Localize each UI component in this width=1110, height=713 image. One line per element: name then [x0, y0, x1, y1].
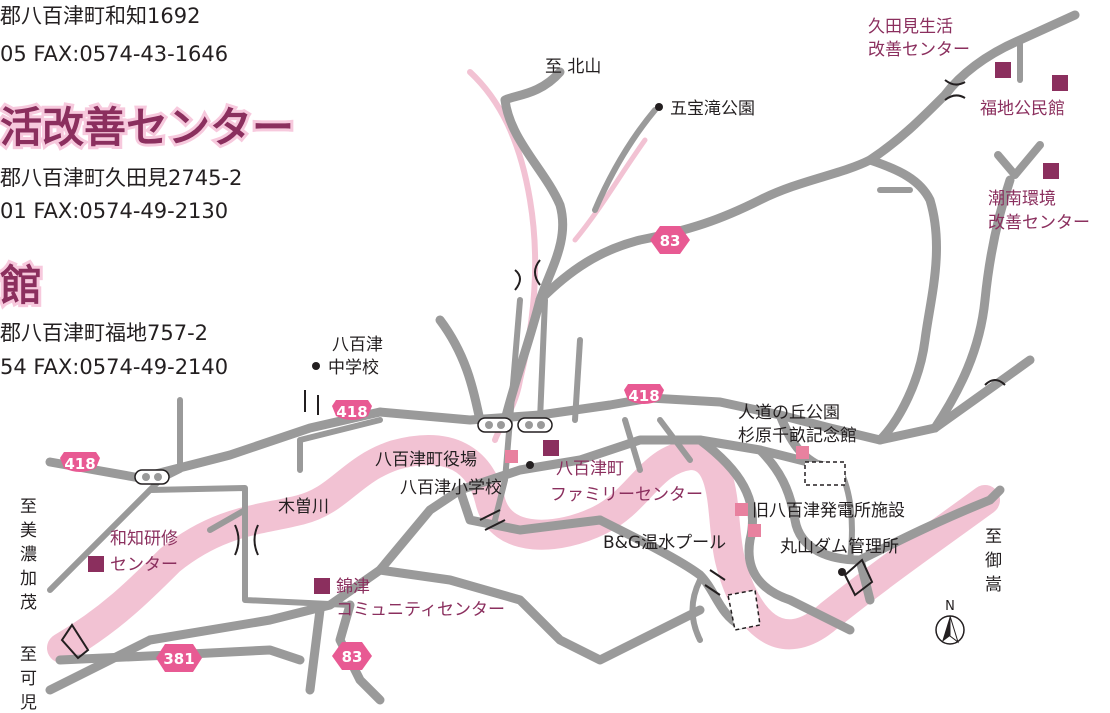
route-381-label: 381: [163, 650, 194, 668]
route-shields: 418 418 418 83 83 381: [60, 226, 690, 672]
junior-high-label-2: 中学校: [328, 358, 379, 378]
jindo-label-1: 人道の丘公園: [738, 403, 840, 423]
route-418-label: 418: [64, 455, 95, 473]
svg-text:八百津町: 八百津町: [556, 459, 624, 479]
north-arrow-icon: N: [935, 599, 965, 645]
facility-square-icon: [505, 450, 518, 463]
pool-label: B&G温水プール: [603, 533, 726, 553]
facility-heading-3: 館: [0, 261, 42, 310]
svg-text:和知研修: 和知研修: [110, 529, 178, 549]
svg-text:改善センター: 改善センター: [868, 40, 970, 60]
route-83-label: 83: [342, 648, 363, 666]
facility-square-icon: [1043, 163, 1059, 179]
address-line-3a: 郡八百津町福地757-2: [0, 321, 208, 345]
facility-heading-2: 活改善センター: [0, 103, 294, 152]
gohodaki-label: 五宝滝公園: [670, 99, 755, 119]
direction-kitayama: 至 北山: [545, 57, 601, 77]
town-office-label: 八百津町役場: [375, 450, 477, 470]
svg-text:茂: 茂: [20, 593, 37, 613]
svg-text:至: 至: [985, 527, 1002, 547]
route-83-shield-north: 83: [650, 226, 690, 254]
facility-nishikitsu: 錦津 コミュニティセンター: [314, 577, 505, 620]
old-power-plant-label: 旧八百津発電所施設: [752, 501, 905, 521]
svg-text:コミュニティセンター: コミュニティセンター: [336, 600, 505, 620]
map-structures: [60, 461, 874, 660]
address-line-3b: 54 FAX:0574-49-2140: [0, 355, 228, 379]
facility-markers: 久田見生活 改善センター 福地公民館 潮南環境 改善センター 和知研修 センター…: [88, 17, 1090, 620]
route-418-shield-west: 418: [60, 452, 100, 473]
route-83-shield-south: 83: [332, 642, 372, 670]
address-line-1b: 05 FAX:0574-43-1646: [0, 42, 228, 66]
junior-high-label-1: 八百津: [332, 335, 383, 355]
facility-family: 八百津町 ファミリーセンター: [543, 440, 703, 505]
svg-text:久田見生活: 久田見生活: [868, 17, 953, 37]
svg-text:濃: 濃: [20, 545, 37, 565]
facility-square-icon: [995, 62, 1011, 78]
svg-text:錦津: 錦津: [336, 577, 370, 597]
facility-square-icon: [735, 503, 748, 516]
svg-text:福地公民館: 福地公民館: [980, 99, 1065, 119]
svg-text:潮南環境: 潮南環境: [988, 189, 1056, 209]
direction-kani: 至 可 児: [20, 645, 37, 713]
direction-mino-kamo: 至 美 濃 加 茂: [20, 497, 37, 613]
address-line-2b: 01 FAX:0574-49-2130: [0, 199, 228, 223]
svg-text:至: 至: [20, 645, 37, 665]
elementary-label: 八百津小学校: [400, 478, 502, 498]
bridge-marks: [234, 79, 1006, 596]
point-icon: [655, 103, 663, 111]
address-line-2a: 郡八百津町久田見2745-2: [0, 166, 242, 190]
route-418-label: 418: [628, 387, 659, 405]
route-418-shield-east: 418: [624, 384, 664, 405]
place-labels: 五宝滝公園 八百津 中学校 八百津町役場 八百津小学校 木曽川 人道の丘公園 杉…: [278, 99, 905, 576]
checkmark-road: [994, 141, 1044, 179]
svg-text:ファミリーセンター: ファミリーセンター: [550, 485, 703, 505]
facility-square-icon: [314, 578, 330, 594]
point-icon: [312, 362, 320, 370]
facility-square-icon: [1052, 75, 1068, 91]
route-418-label: 418: [336, 403, 367, 421]
facility-fukuchi: 福地公民館: [980, 75, 1068, 119]
facility-kudami: 久田見生活 改善センター: [868, 17, 1011, 78]
facility-square-icon: [88, 556, 104, 572]
svg-text:御: 御: [985, 551, 1002, 571]
point-icon: [838, 568, 846, 576]
address-line-1a: 郡八百津町和知1692: [0, 4, 200, 28]
traffic-lights: [134, 417, 553, 485]
facility-square-icon: [543, 440, 559, 456]
maruyama-dam-label: 丸山ダム管理所: [780, 537, 899, 557]
svg-text:美: 美: [20, 521, 37, 541]
point-icon: [526, 461, 534, 469]
facility-square-icon: [796, 446, 809, 459]
svg-text:嵩: 嵩: [985, 575, 1002, 595]
jindo-label-2: 杉原千畝記念館: [738, 425, 857, 446]
north-label: N: [945, 599, 955, 614]
facility-square-icon: [748, 524, 761, 537]
direction-labels: 至 北山 至 美 濃 加 茂 至 可 児 至 御 嵩: [20, 57, 1002, 713]
svg-text:至: 至: [20, 497, 37, 517]
svg-text:センター: センター: [110, 555, 178, 575]
svg-text:児: 児: [20, 693, 37, 713]
address-info: 郡八百津町和知1692 05 FAX:0574-43-1646 活改善センター …: [0, 4, 297, 379]
kisogawa-label: 木曽川: [278, 497, 329, 517]
svg-text:可: 可: [20, 669, 37, 689]
svg-text:加: 加: [20, 569, 37, 589]
facility-wachi: 和知研修 センター: [88, 529, 178, 575]
route-418-shield-center: 418: [332, 400, 372, 421]
svg-text:改善センター: 改善センター: [988, 213, 1090, 233]
route-381-shield: 381: [156, 644, 202, 672]
facility-chonan: 潮南環境 改善センター: [988, 141, 1090, 233]
route-83-label: 83: [660, 232, 681, 250]
direction-mitake: 至 御 嵩: [985, 527, 1002, 595]
